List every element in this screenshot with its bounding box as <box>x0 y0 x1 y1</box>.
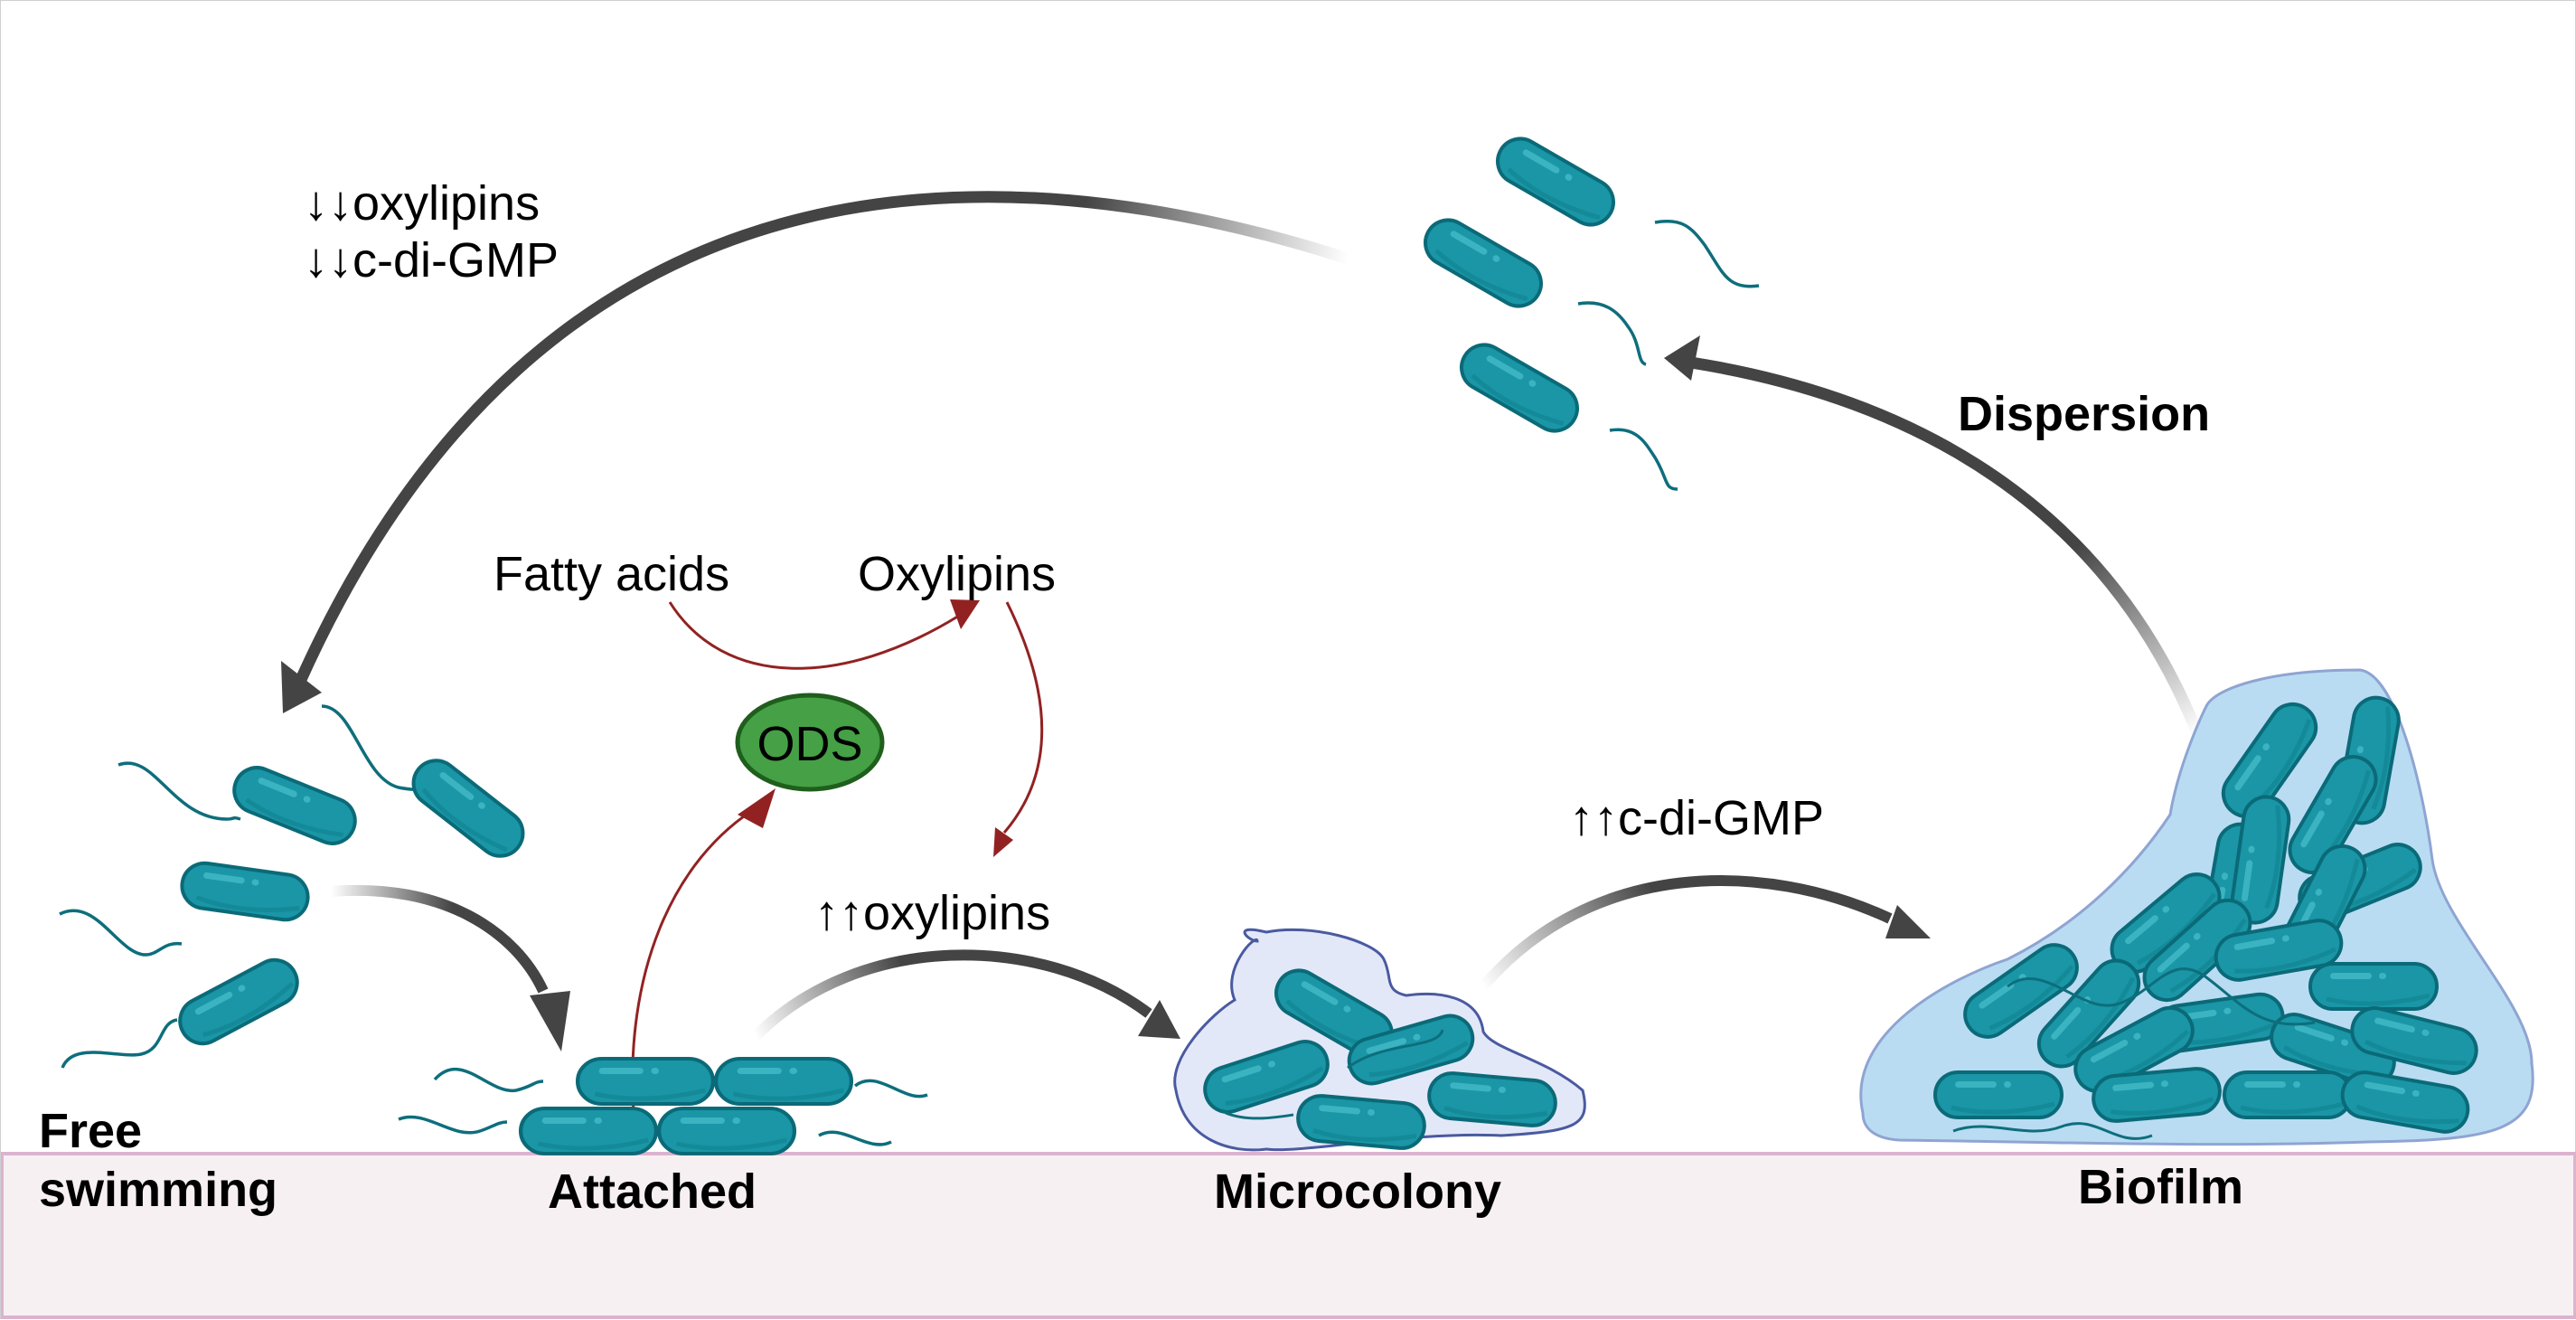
attached-label: Attached <box>548 1164 757 1219</box>
biofilm-arrow <box>1479 875 1893 990</box>
attach-arrow <box>330 884 549 994</box>
dispersion-label: Dispersion <box>1958 387 2210 441</box>
ods-label: ODS <box>757 717 862 771</box>
microcolony-label: Microcolony <box>1214 1164 1501 1219</box>
microcolony-arrow <box>751 949 1152 1041</box>
return-arrow-head <box>281 661 322 713</box>
fatty-acids-label: Fatty acids <box>494 547 729 601</box>
microcolony <box>1173 928 1586 1150</box>
free-swimming-bacteria <box>59 704 532 1069</box>
biofilm-arrow-head <box>1885 905 1931 938</box>
ods-enzyme: ODS <box>735 693 885 792</box>
attached-bacteria <box>398 1059 928 1154</box>
up-oxylipins-label: ↑↑oxylipins <box>814 886 1050 940</box>
biofilm-label: Biofilm <box>2078 1160 2243 1214</box>
oxylipin-down-arrow-head <box>993 827 1013 857</box>
dispersion-arrow-head <box>1664 335 1700 381</box>
surface-substrate <box>1 1152 2576 1319</box>
down-oxylipins-label: ↓↓oxylipins <box>304 176 540 231</box>
up-cdigmp-label: ↑↑c-di-GMP <box>1569 791 1824 845</box>
free-swimming-label-line2: swimming <box>39 1163 277 1217</box>
biofilm <box>1859 668 2534 1146</box>
attach-arrow-head <box>530 991 570 1051</box>
free-swimming-label-line1: Free <box>39 1104 142 1158</box>
oxylipin-to-cell-arrow <box>1002 601 1044 834</box>
microcolony-arrow-head <box>1138 1000 1180 1039</box>
dispersion-arrow <box>1689 356 2204 736</box>
down-cdigmp-label: ↓↓c-di-GMP <box>304 233 559 288</box>
oxylipins-label: Oxylipins <box>858 547 1056 601</box>
ods-arrow-head <box>738 788 776 828</box>
oxylipin-arrow-head <box>950 599 980 629</box>
dispersed-bacteria <box>1417 130 1760 491</box>
fatty-acid-to-oxylipin-arrow <box>668 601 960 670</box>
return-arrow <box>294 191 1349 686</box>
